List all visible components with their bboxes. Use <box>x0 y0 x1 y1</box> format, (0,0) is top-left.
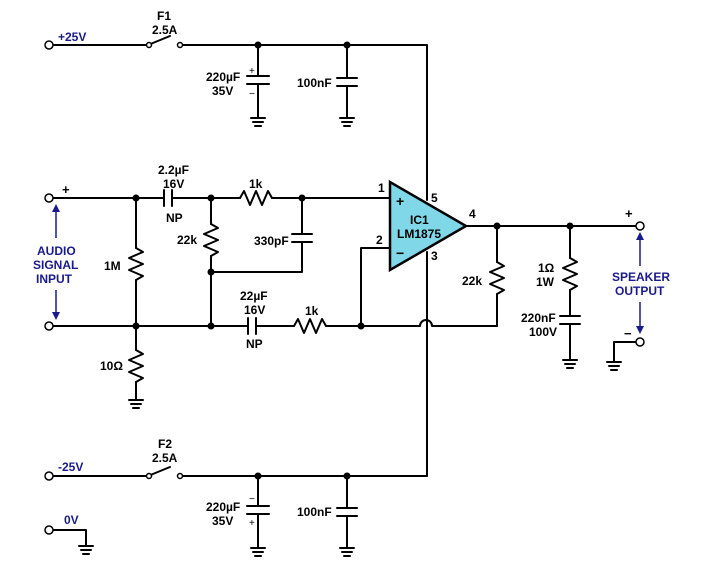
feedback-resistor <box>489 225 505 327</box>
audio-input-arrows <box>52 204 60 320</box>
svg-text:−: − <box>396 245 404 261</box>
pos-rail-film-capacitor <box>336 44 358 127</box>
ground-resistor-value: 10Ω <box>100 359 123 373</box>
feedback-cap-voltage: 16V <box>244 303 265 317</box>
speaker-plus-terminal <box>635 221 645 231</box>
neg-rail-electrolytic-capacitor: − + <box>246 475 270 557</box>
svg-text:−: − <box>249 494 255 505</box>
svg-text:−: − <box>249 89 255 100</box>
pin-2: 2 <box>376 233 383 247</box>
ic-part: LM1875 <box>397 227 441 241</box>
feedback-series-resistor: 1k <box>305 304 319 318</box>
neg-elec-cap-value: 220µF <box>206 500 240 514</box>
input-return-wire <box>44 317 498 335</box>
neg-supply-terminal <box>44 471 54 481</box>
input-cap-voltage: 16V <box>163 177 184 191</box>
fuse-f2-ref: F2 <box>158 437 172 451</box>
lm1875-amplifier: + − <box>360 179 574 461</box>
pin-3: 3 <box>431 249 438 263</box>
zobel-network <box>559 221 645 369</box>
input-cap-value: 2.2µF <box>158 163 189 177</box>
svg-text:+: + <box>625 206 633 221</box>
zobel-resistor-power: 1W <box>536 275 555 289</box>
input-bias-resistor-value: 22k <box>177 233 197 247</box>
feedback-resistor-value: 22k <box>462 274 482 288</box>
neg-rail-film-capacitor <box>336 475 358 557</box>
pos-supply-label: +25V <box>58 30 86 44</box>
input-filter-capacitor-value: 330pF <box>254 234 289 248</box>
svg-text:+: + <box>249 518 255 529</box>
speaker-output-wiring <box>606 232 645 371</box>
ground-label: 0V <box>64 513 79 527</box>
input-cap-type: NP <box>166 211 183 225</box>
pin-4: 4 <box>469 207 476 221</box>
zobel-resistor-value: 1Ω <box>538 261 555 275</box>
fuse-f1-value: 2.5A <box>152 23 178 37</box>
ground-resistor <box>128 325 144 409</box>
ground-terminal <box>44 525 94 555</box>
input-top-wire <box>44 189 391 207</box>
negative-supply-rail <box>44 459 428 481</box>
zobel-capacitor-voltage: 100V <box>529 325 557 339</box>
pos-rail-electrolytic-capacitor: + − <box>246 44 270 127</box>
output-label-line1: SPEAKER <box>612 270 670 284</box>
neg-supply-label: -25V <box>58 460 83 474</box>
positive-supply-rail <box>44 35 428 191</box>
speaker-minus-terminal <box>635 337 645 347</box>
fuse-f2-value: 2.5A <box>152 451 178 465</box>
pin-1: 1 <box>378 181 385 195</box>
feedback-cap-value: 22µF <box>240 289 268 303</box>
svg-text:+: + <box>62 182 70 197</box>
input-label-line1: AUDIO <box>37 244 76 258</box>
svg-text:−: − <box>60 318 68 333</box>
input-plus-terminal <box>44 193 54 203</box>
output-label-line2: OUTPUT <box>615 284 665 298</box>
pos-elec-cap-voltage: 35V <box>212 84 233 98</box>
input-label-line3: INPUT <box>36 272 73 286</box>
svg-text:+: + <box>249 66 255 77</box>
input-load-resistor <box>128 197 144 327</box>
zobel-capacitor-value: 220nF <box>521 311 556 325</box>
pos-elec-cap-value: 220µF <box>206 70 240 84</box>
feedback-cap-type: NP <box>246 337 263 351</box>
input-filter-capacitor <box>210 197 313 273</box>
neg-elec-cap-voltage: 35V <box>212 514 233 528</box>
input-minus-terminal <box>44 321 54 331</box>
pin-5: 5 <box>431 191 438 205</box>
input-series-resistor: 1k <box>249 177 263 191</box>
ic-ref: IC1 <box>410 213 429 227</box>
svg-text:+: + <box>396 193 404 209</box>
pos-film-cap-value: 100nF <box>297 76 332 90</box>
svg-text:−: − <box>624 326 632 341</box>
input-label-line2: SIGNAL <box>33 258 78 272</box>
input-load-resistor-value: 1M <box>104 259 121 273</box>
pos-supply-terminal <box>44 40 54 50</box>
neg-film-cap-value: 100nF <box>297 505 332 519</box>
fuse-f1-ref: F1 <box>157 9 171 23</box>
input-bias-resistor <box>203 197 219 327</box>
